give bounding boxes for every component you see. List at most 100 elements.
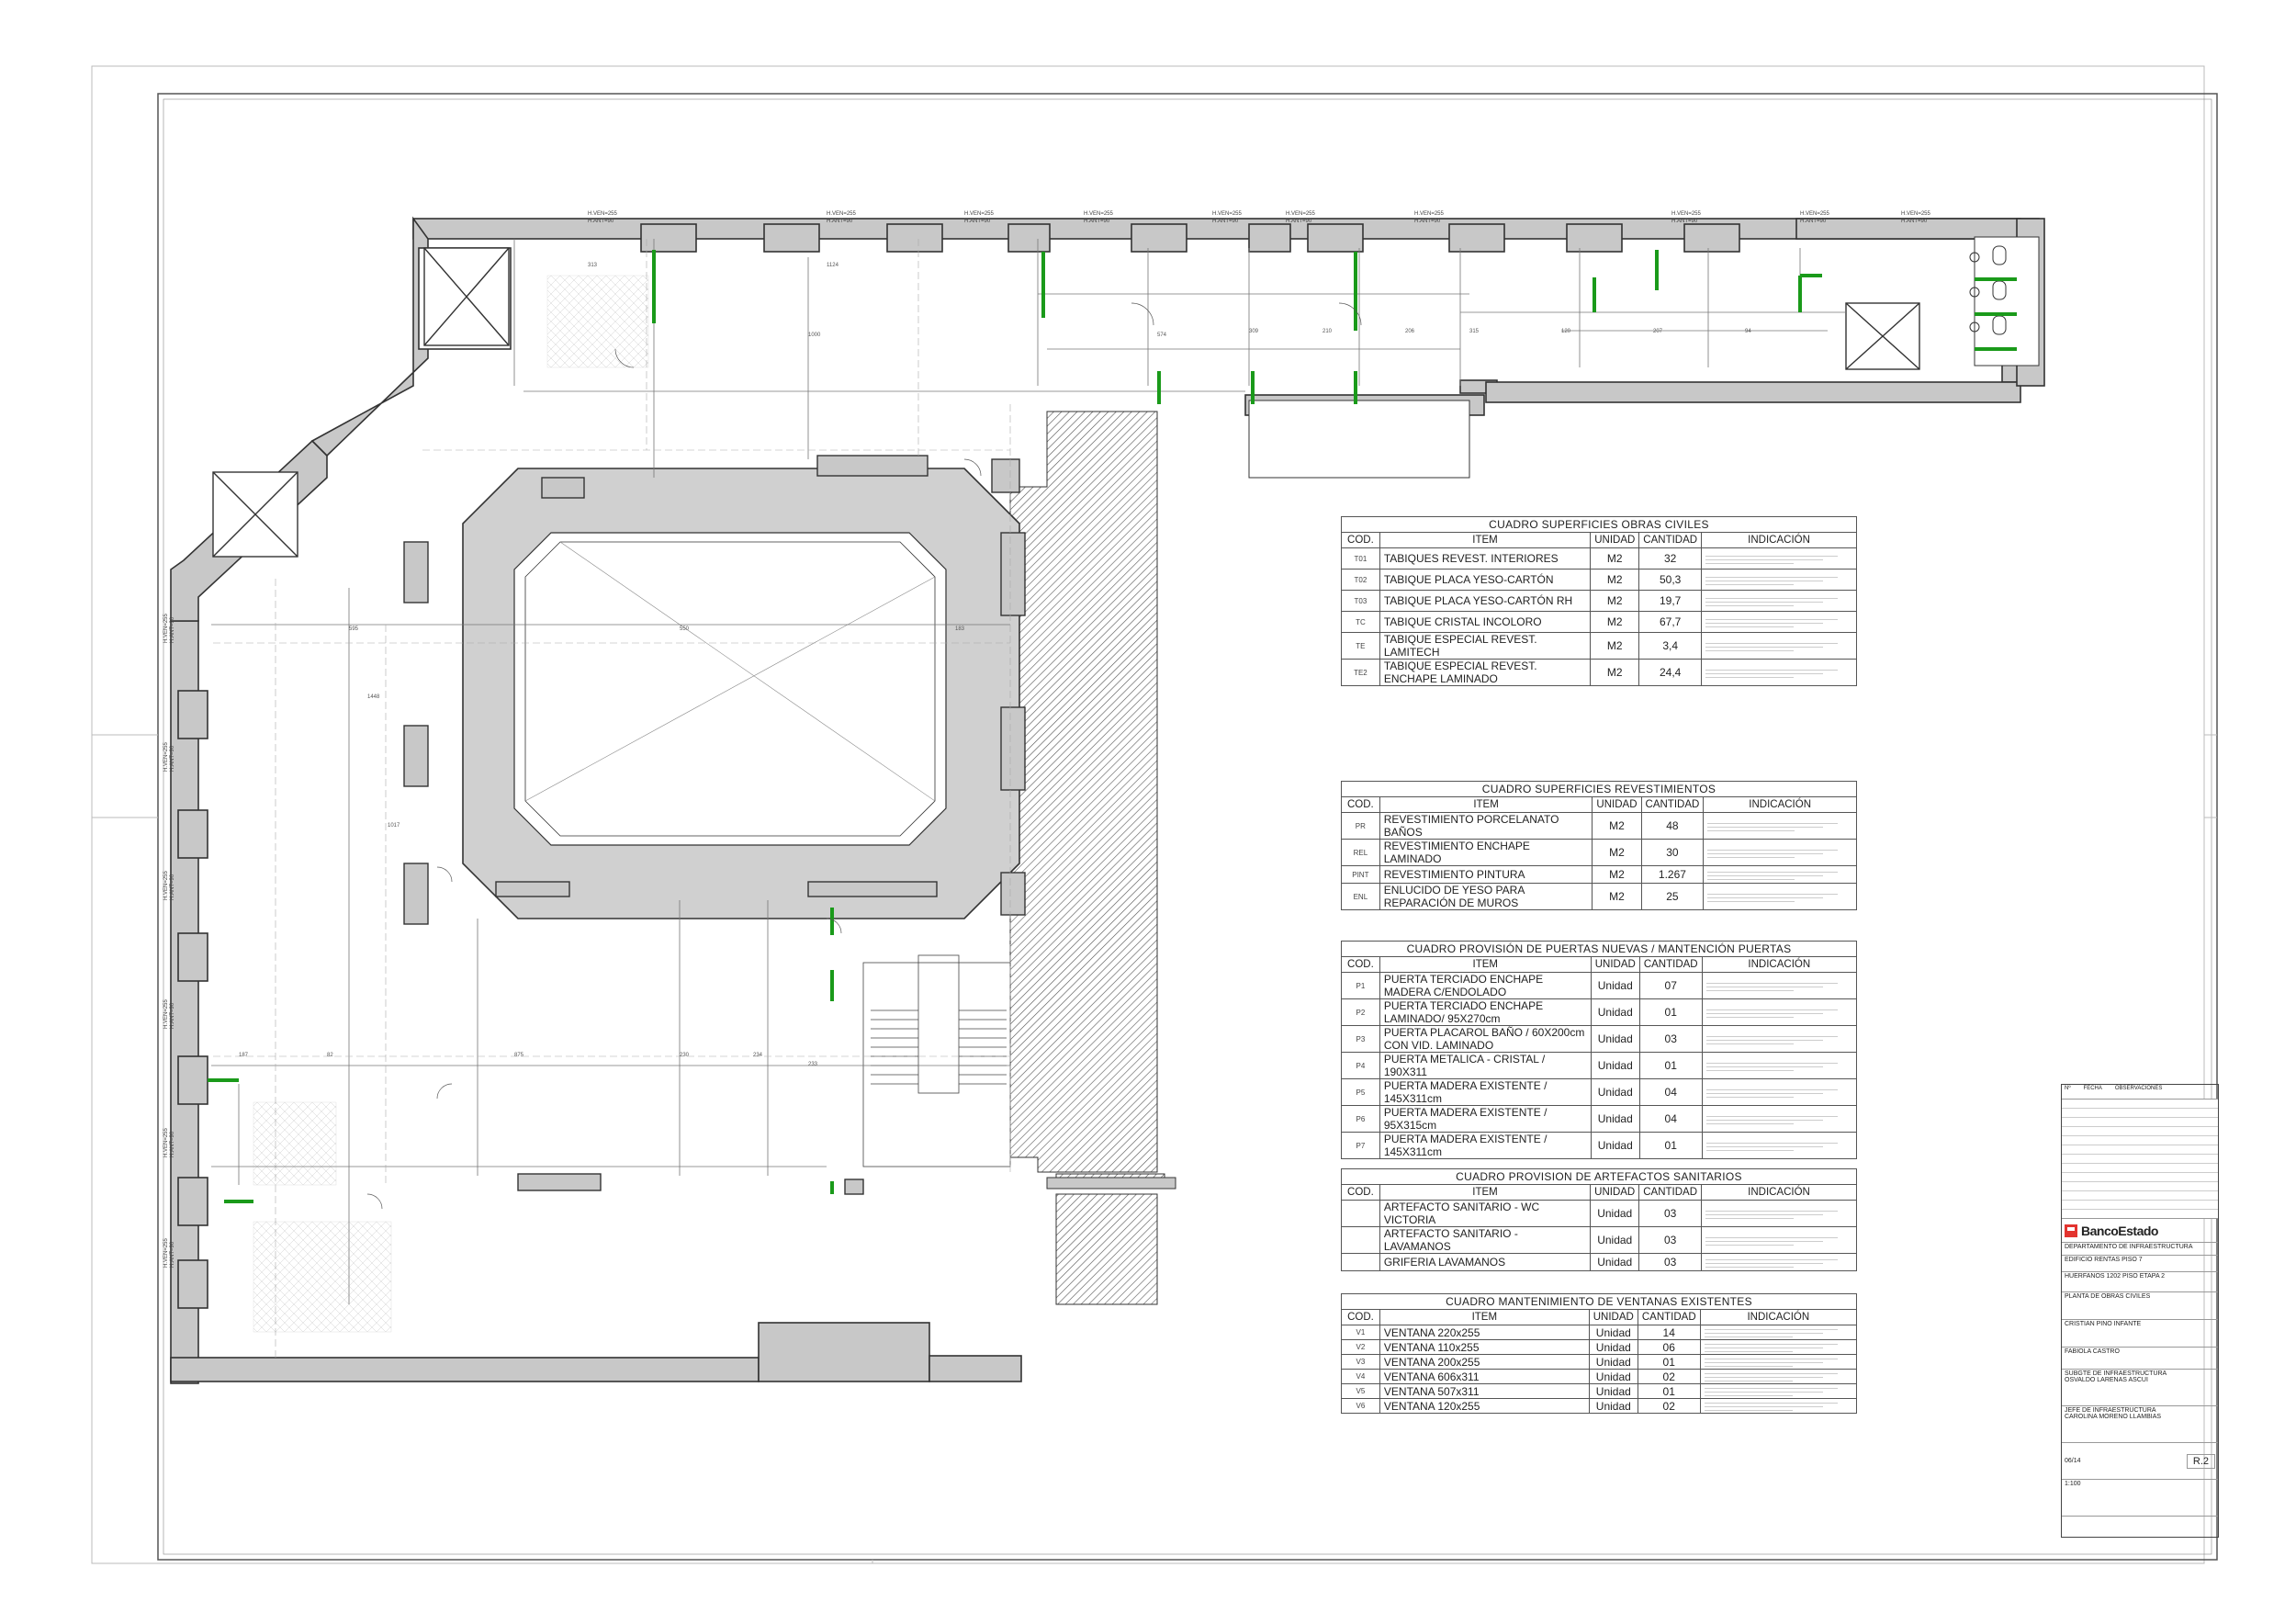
rev-date-header: FECHA [2083,1086,2102,1091]
dimension-label: 313 [588,263,598,268]
window-tag-label: H.VEN=255 [1212,211,1243,217]
window-tag-label: H.ANT=90 [1901,219,1928,224]
cell-indicacion [1703,812,1857,840]
cell-unidad: M2 [1590,611,1640,633]
schedule-title: CUADRO SUPERFICIES OBRAS CIVILES [1341,516,1857,533]
window-tag-label: H.ANT=90 [827,219,853,224]
window-tag-label: H.VEN=255 [163,870,169,900]
manager-2-role: JEFE DE INFRAESTRUCTURA [2065,1407,2156,1414]
window-tag-label: H.ANT=90 [1212,219,1239,224]
window-tag-label: H.ANT=90 [1084,219,1110,224]
cell-indicacion [1701,1078,1858,1106]
cell-cantidad: 3,4 [1638,632,1703,660]
window-tags: H.VEN=255H.ANT=90H.VEN=255H.ANT=90H.VEN=… [163,211,1931,1268]
schedule-table: CUADRO PROVISION DE ARTEFACTOS SANITARIO… [1341,1168,1857,1271]
cell-indicacion [1701,1052,1858,1079]
window-tag-label: H.VEN=255 [827,211,857,217]
cell-item: PUERTA PLACAROL BAÑO / 60X200cm CON VID.… [1379,1025,1592,1053]
window-tag-label: H.ANT=90 [1800,219,1827,224]
cell-cantidad: 14 [1637,1325,1701,1340]
cell-cantidad: 03 [1638,1226,1703,1254]
cell-unidad: Unidad [1588,1354,1638,1370]
cell-cod: PINT [1341,865,1380,884]
cell-unidad: Unidad [1588,1339,1638,1355]
column-header: COD. [1341,1309,1380,1325]
cell-unidad: Unidad [1590,1226,1640,1254]
dimension-label: 1448 [367,694,380,700]
cell-cantidad: 32 [1638,547,1703,570]
dimension-label: 315 [1469,329,1480,334]
cell-item: VENTANA 120x255 [1379,1398,1590,1414]
dimension-label: 82 [327,1053,333,1058]
cell-cantidad: 24,4 [1638,659,1703,686]
toilet-block [1969,236,2040,367]
column-header: CANTIDAD [1638,1184,1703,1201]
cell-cantidad: 19,7 [1638,590,1703,612]
column-header: INDICACIÓN [1701,956,1858,973]
cell-item: REVESTIMIENTO PINTURA [1379,865,1593,884]
dimension-label: 206 [1405,329,1415,334]
cell-unidad: M2 [1590,659,1640,686]
cell-indicacion [1701,1132,1858,1159]
cell-cod: V1 [1341,1325,1380,1340]
cell-indicacion [1701,590,1857,612]
cell-cantidad: 1.267 [1640,865,1705,884]
cell-unidad: Unidad [1590,998,1640,1026]
rev-obs-header: OBSERVACIONES [2114,1086,2163,1091]
manager-2-name: CAROLINA MORENO LLAMBIAS [2065,1414,2162,1420]
cell-cantidad: 50,3 [1638,569,1703,591]
dimension-label: 550 [680,626,690,632]
brand-logo: BancoEstado [2062,1219,2218,1243]
cell-cantidad: 25 [1640,883,1705,910]
column-header: COD. [1341,532,1380,548]
cell-item: VENTANA 606x311 [1379,1369,1590,1384]
column-header: CANTIDAD [1638,532,1703,548]
cell-cantidad: 01 [1637,1383,1701,1399]
cell-cod [1341,1226,1380,1254]
cell-cod: P6 [1341,1105,1380,1133]
window-tag-label: H.VEN=255 [588,211,618,217]
cell-item: GRIFERIA LAVAMANOS [1379,1253,1592,1271]
cell-item: TABIQUE ESPECIAL REVEST. LAMITECH [1379,632,1592,660]
cell-cod: P4 [1341,1052,1380,1079]
column-header: COD. [1341,796,1380,813]
cell-indicacion [1699,1339,1858,1355]
dimension-label: 120 [1561,329,1571,334]
cell-cod: T03 [1341,590,1380,612]
existing-core-hatch [1009,411,1158,1173]
rev-no-header: Nº [2065,1086,2071,1091]
bank-logo-icon [2065,1224,2077,1237]
cell-indicacion [1701,1200,1857,1227]
cell-cod: P3 [1341,1025,1380,1053]
window-tag-label: H.ANT=90 [170,1241,175,1268]
window-tag-label: H.VEN=255 [163,613,169,643]
cell-cod: P1 [1341,972,1380,999]
cell-unidad: M2 [1592,812,1642,840]
dimension-label: 1000 [808,333,821,338]
column-header: CANTIDAD [1638,956,1703,973]
window-tag-label: H.VEN=255 [1671,211,1702,217]
cell-cantidad: 01 [1638,998,1703,1026]
cell-cantidad: 02 [1637,1369,1701,1384]
cell-indicacion [1701,972,1858,999]
manager-1-role: SUBGTE DE INFRAESTRUCTURA [2065,1370,2167,1377]
window-tag-label: H.ANT=90 [170,1002,175,1029]
shafts [212,247,1920,558]
cell-cod: PR [1341,812,1380,840]
sheet-title: PLANTA DE OBRAS CIVILES [2065,1293,2151,1300]
column-header: ITEM [1379,1184,1592,1201]
column-header: COD. [1341,956,1380,973]
